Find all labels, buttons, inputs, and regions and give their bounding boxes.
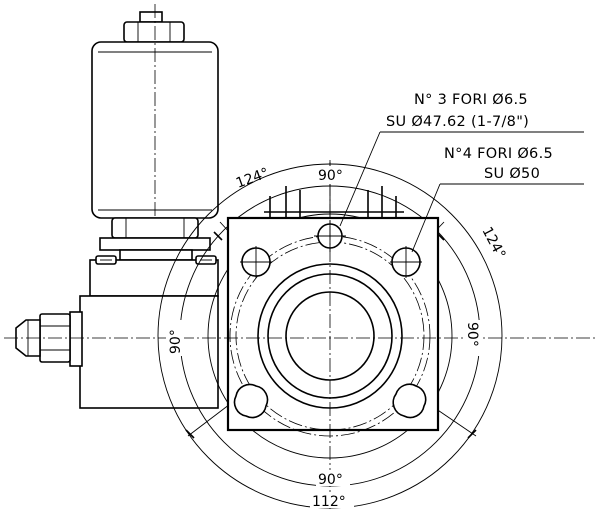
dim-bottom-90: 90° [318,472,343,488]
centerlines [4,160,596,512]
inlet-fitting [15,311,83,367]
fitting-flange [69,311,83,367]
leader-1 [339,131,381,227]
dim-upper-right-124: 124° [478,224,508,261]
dim-bottom-112: 112° [312,494,346,510]
flange [226,186,440,437]
dim-top-90: 90° [318,168,343,184]
dim-upper-left-124: 124° [234,165,271,192]
valve-body [79,255,219,409]
dim-right-90: 90° [464,322,480,347]
note-holes-4-line1: N°4 FORI Ø6.5 [444,146,553,162]
slot-lower-left [233,383,269,419]
dim-left-90: 90° [168,329,184,354]
actuator-assembly [91,4,219,261]
top-cap [139,11,163,23]
note-holes-3-line2: SU Ø47.62 (1-7/8") [386,114,529,130]
valve-lower-block [79,295,219,409]
leader-lines [339,131,584,253]
slot-lower-right [392,383,427,419]
note-holes-3-line1: N° 3 FORI Ø6.5 [414,92,528,108]
note-holes-4-line2: SU Ø50 [484,166,540,182]
leader-2 [411,183,441,253]
lower-nut [111,217,199,239]
adapter-ring [99,237,211,251]
neck [119,249,193,261]
valve-upper-block [89,259,219,297]
top-nut [123,21,185,43]
